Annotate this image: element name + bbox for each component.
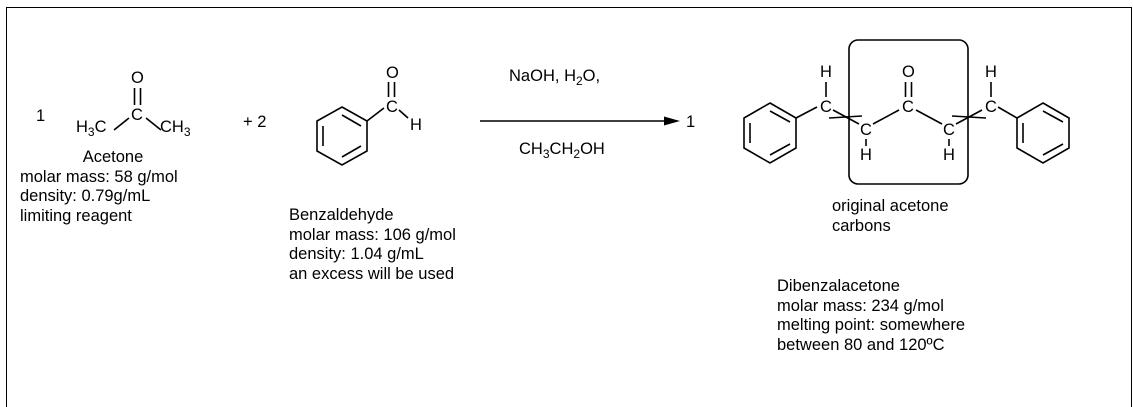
acetone-info: Acetone molar mass: 58 g/mol density: 0.… (20, 148, 206, 226)
acetone-carbonyl-carbon: C (131, 106, 143, 124)
reaction-scheme: 1 + 2 1 O C O C H (36, 39, 1070, 185)
dibenzalacetone-structure: C C C C C O H H H H (743, 39, 1070, 185)
box-label-line-2: carbons (832, 216, 891, 235)
benzaldehyde-oxygen: O (386, 64, 399, 82)
acetone-left-methyl: H3C (76, 118, 107, 139)
benzaldehyde-info: Benzaldehyde molar mass: 106 g/mol densi… (289, 206, 456, 284)
acetone-carbons-box (848, 39, 969, 185)
coef-benzaldehyde: + 2 (243, 113, 266, 131)
dba-hydrogen-top-right: H (985, 63, 997, 81)
dba-carbon-3: C (902, 98, 914, 116)
acetone-name: Acetone (82, 148, 144, 166)
benzaldehyde-carbon: C (386, 98, 398, 116)
dba-carbon-5: C (985, 98, 997, 116)
figure-frame (6, 7, 1132, 407)
acetone-structure: O C (113, 69, 162, 131)
box-label-line-1: original acetone (832, 197, 949, 215)
acetone-density: density: 0.79g/mL (20, 187, 151, 205)
dba-melting-range: between 80 and 120ºC (777, 335, 945, 354)
reagents-below-arrow: CH3CH2OH (519, 140, 605, 161)
benzaldehyde-excess: an excess will be used (289, 264, 455, 283)
dba-carbon-2: C (860, 121, 872, 139)
reagents-above-arrow: NaOH, H2O, (509, 67, 601, 88)
benzaldehyde-name: Benzaldehyde (289, 206, 394, 224)
reaction-arrow (480, 116, 680, 126)
dba-hydrogen-bottom-left: H (860, 146, 872, 164)
benzaldehyde-density: density: 1.04 g/mL (289, 245, 424, 263)
dba-molar-mass: molar mass: 234 g/mol (777, 296, 944, 315)
acetone-oxygen: O (131, 69, 144, 87)
acetone-carbons-label: original acetone carbons (832, 197, 949, 236)
benzaldehyde-molar-mass: molar mass: 106 g/mol (289, 225, 456, 244)
benzaldehyde-hydrogen: H (410, 116, 422, 134)
dba-carbon-4: C (943, 121, 955, 139)
acetone-limiting: limiting reagent (20, 206, 132, 225)
coef-acetone: 1 (36, 107, 45, 125)
dba-oxygen: O (902, 63, 915, 81)
dba-carbon-1: C (820, 98, 832, 116)
acetone-molar-mass: molar mass: 58 g/mol (20, 167, 178, 186)
dba-hydrogen-top-left: H (820, 63, 832, 81)
dba-name: Dibenzalacetone (777, 277, 900, 295)
dba-hydrogen-bottom-right: H (943, 146, 955, 164)
dba-melting-point: melting point: somewhere (777, 316, 966, 334)
acetone-right-methyl: CH3 (160, 118, 191, 139)
dibenzalacetone-info: Dibenzalacetone molar mass: 234 g/mol me… (777, 277, 965, 355)
coef-product: 1 (686, 113, 695, 131)
benzaldehyde-structure: O C H (316, 64, 422, 166)
